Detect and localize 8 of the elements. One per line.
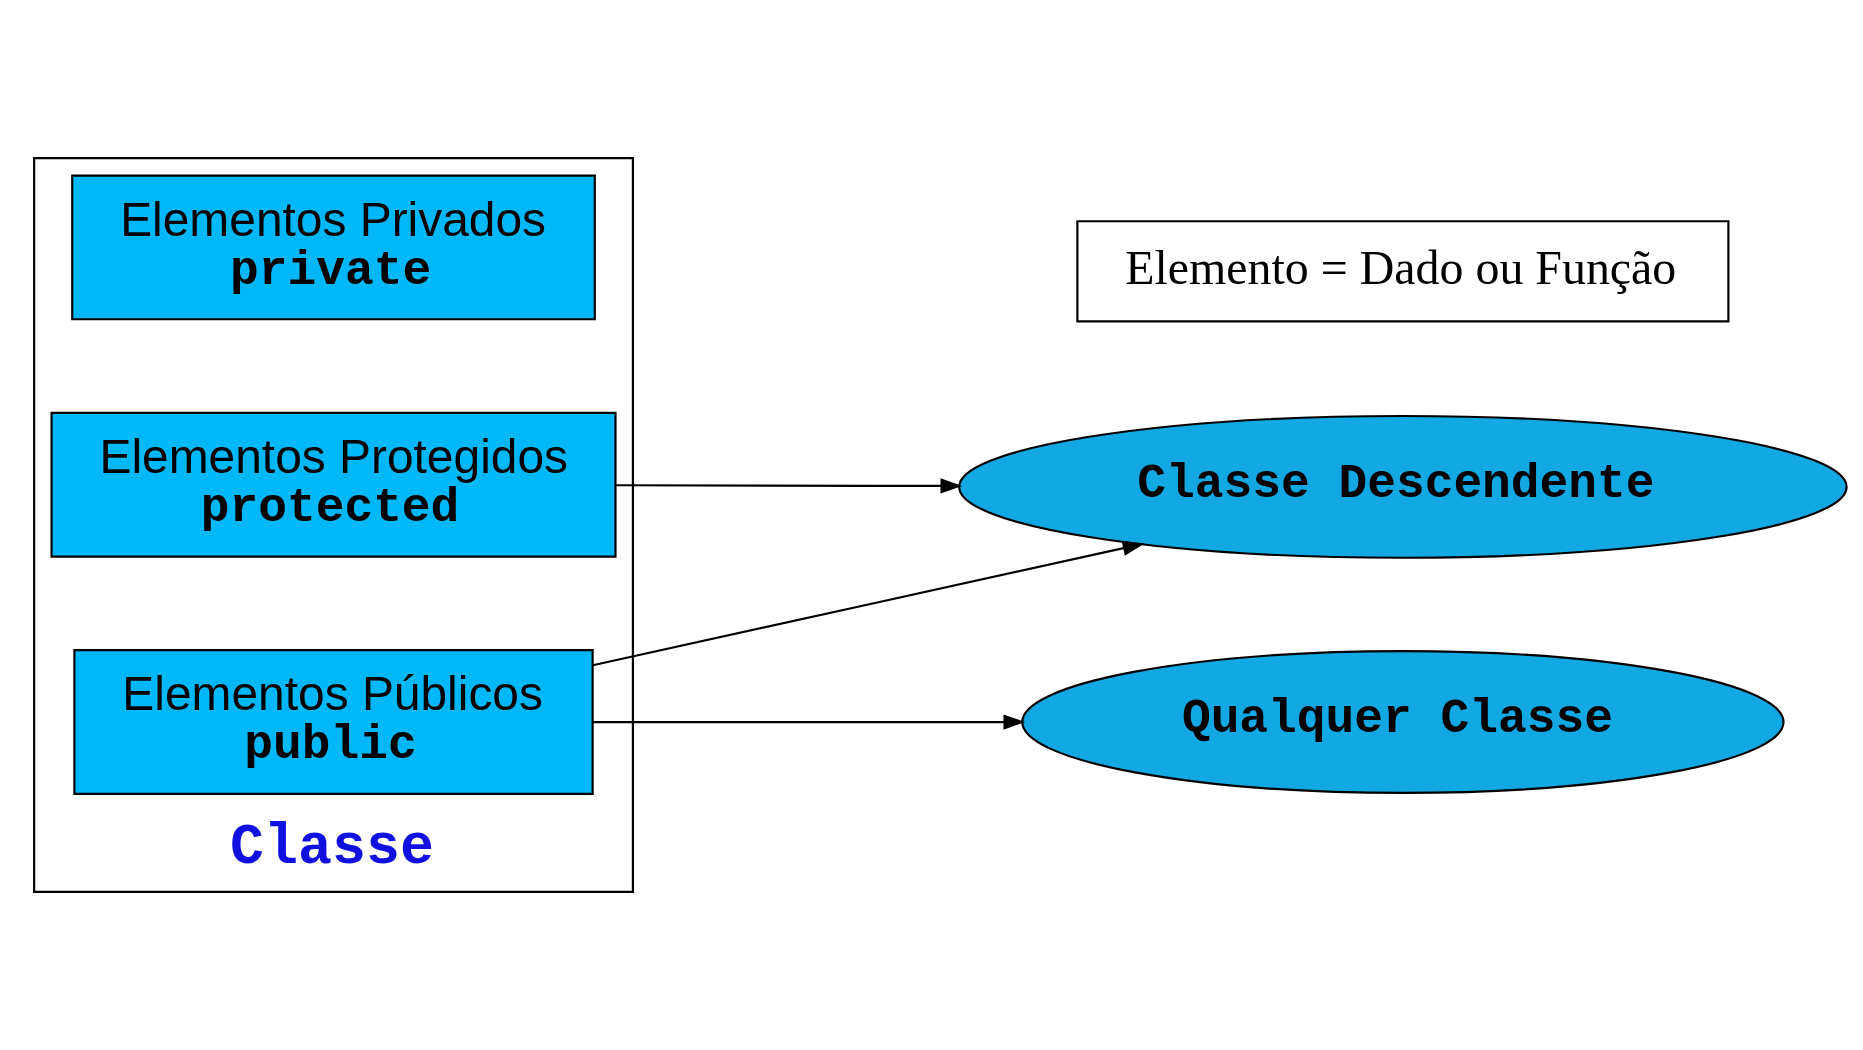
node-box: Elemento = Dado ou Função <box>1076 220 1730 323</box>
arrow <box>615 478 963 494</box>
arrow <box>592 540 1145 667</box>
node-ellipse: Qualquer Classe <box>1021 650 1785 794</box>
arrow <box>592 714 1026 730</box>
node-box: Elementos Protegidos protected <box>50 411 617 558</box>
node-box: Elementos Privados private <box>71 174 596 321</box>
node-box: Elementos Públicos public <box>73 649 594 795</box>
